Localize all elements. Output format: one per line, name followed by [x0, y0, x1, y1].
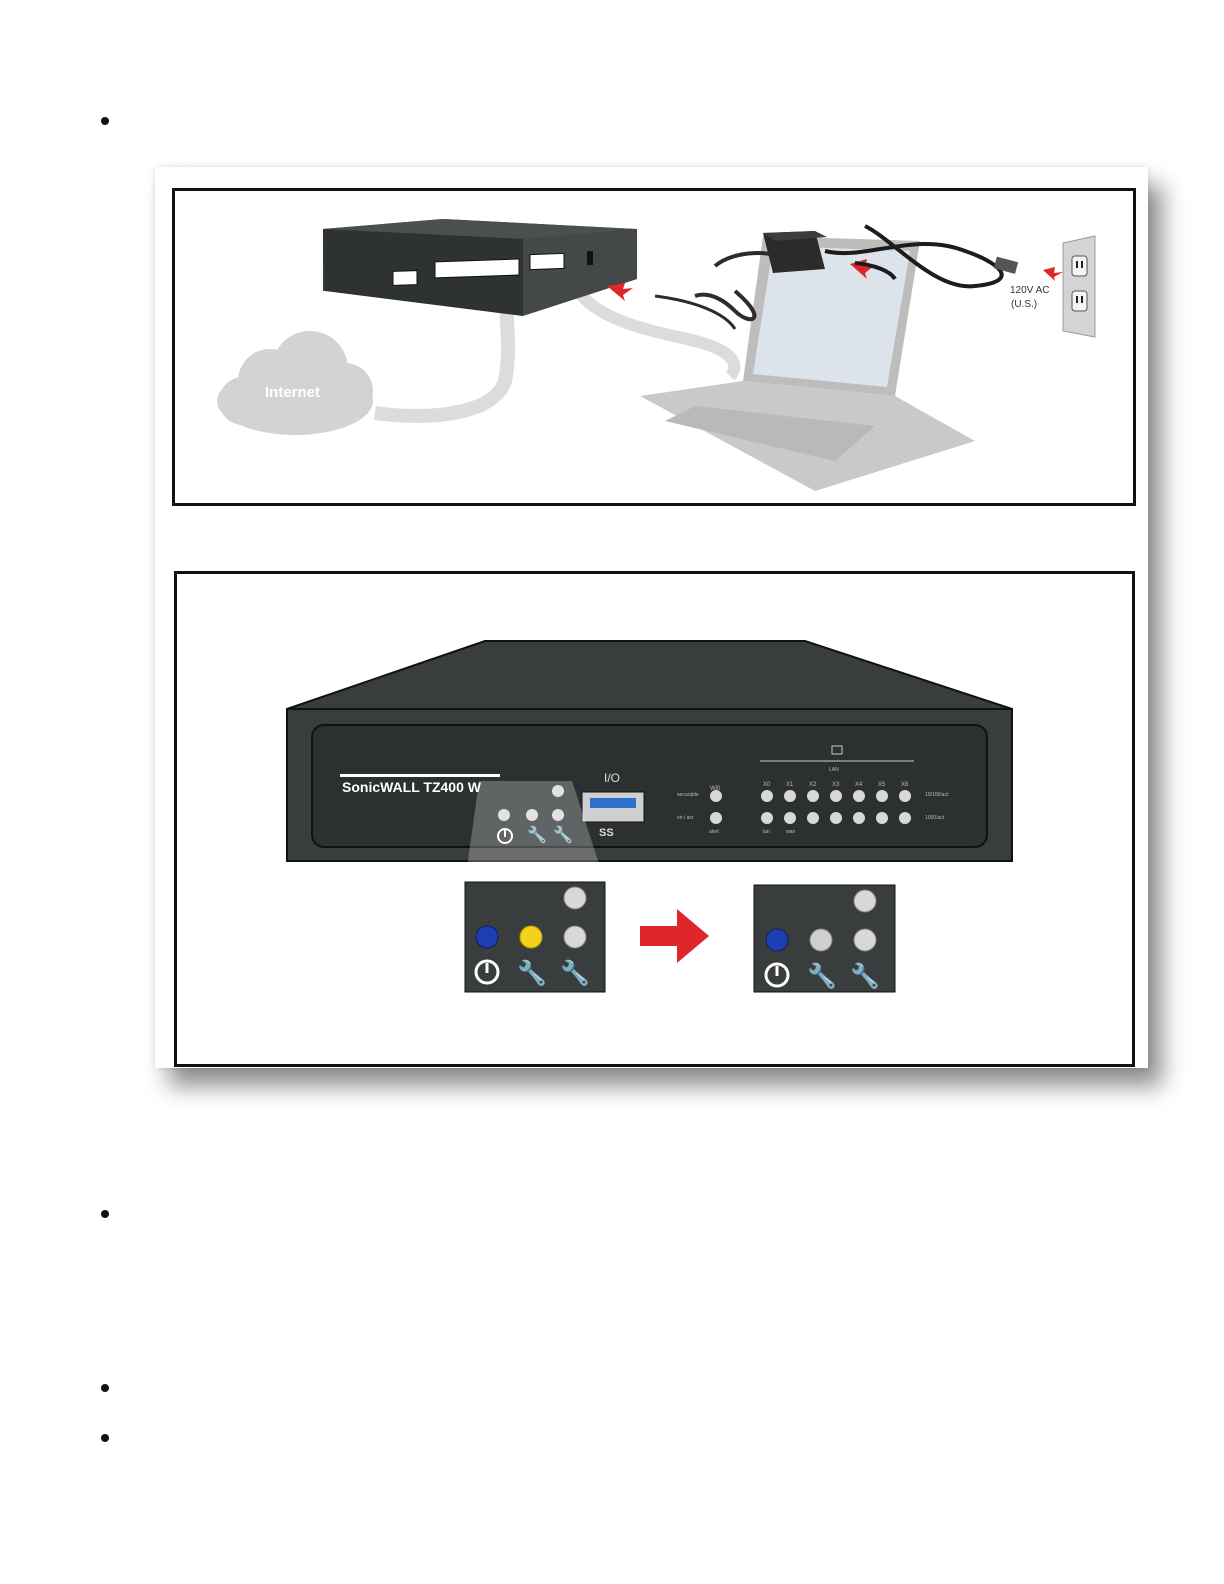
power-led-blue	[766, 929, 788, 951]
svg-text:X4: X4	[855, 782, 863, 788]
wrench-icon: 🔧	[850, 961, 880, 990]
wrench-icon: 🔧	[807, 961, 837, 990]
svg-text:LAN: LAN	[829, 767, 839, 773]
test-led-off	[810, 929, 832, 951]
led-status-diagram: SonicWALL TZ400 W 🔧 🔧 I/O SS Wifi secura…	[177, 574, 1132, 1064]
svg-text:X6: X6	[901, 782, 909, 788]
region-label: (U.S.)	[1011, 299, 1037, 310]
svg-text:10/100/act: 10/100/act	[925, 792, 949, 798]
svg-text:on / act: on / act	[677, 815, 694, 821]
svg-text:wan: wan	[786, 829, 795, 835]
wrench-icon: 🔧	[560, 958, 590, 987]
svg-text:X1: X1	[786, 782, 794, 788]
led-closeup-before: 🔧 🔧	[465, 882, 605, 992]
wrench-icon: 🔧	[517, 958, 547, 987]
arrow-right-icon	[640, 909, 709, 963]
svg-text:securable: securable	[677, 792, 699, 798]
voltage-label: 120V AC	[1010, 285, 1049, 296]
setup-figure: Internet	[155, 167, 1148, 1068]
power-led-blue	[476, 926, 498, 948]
svg-text:X5: X5	[878, 782, 886, 788]
svg-text:X3: X3	[832, 782, 840, 788]
svg-text:lan: lan	[763, 829, 770, 835]
test-led-yellow	[520, 926, 542, 948]
svg-text:1000/act: 1000/act	[925, 815, 945, 821]
list-bullet-1	[101, 117, 109, 125]
svg-text:X0: X0	[763, 782, 771, 788]
svg-text:alert: alert	[709, 829, 719, 835]
connection-diagram-panel: Internet	[172, 188, 1136, 506]
internet-label: Internet	[265, 384, 320, 401]
connection-diagram: Internet	[175, 191, 1133, 503]
device-model-label: SonicWALL TZ400 W	[342, 779, 482, 795]
usb-label: SS	[599, 827, 614, 839]
svg-text:X2: X2	[809, 782, 817, 788]
list-bullet-2	[101, 1210, 109, 1218]
laptop-icon	[640, 236, 975, 491]
list-bullet-3	[101, 1384, 109, 1392]
wall-outlet-icon	[1063, 236, 1095, 337]
list-bullet-4	[101, 1434, 109, 1442]
io-label: I/O	[604, 771, 620, 785]
led-status-panel: SonicWALL TZ400 W 🔧 🔧 I/O SS Wifi secura…	[174, 571, 1135, 1067]
internet-cloud-icon	[217, 331, 373, 435]
led-closeup-after: 🔧 🔧	[754, 885, 895, 992]
